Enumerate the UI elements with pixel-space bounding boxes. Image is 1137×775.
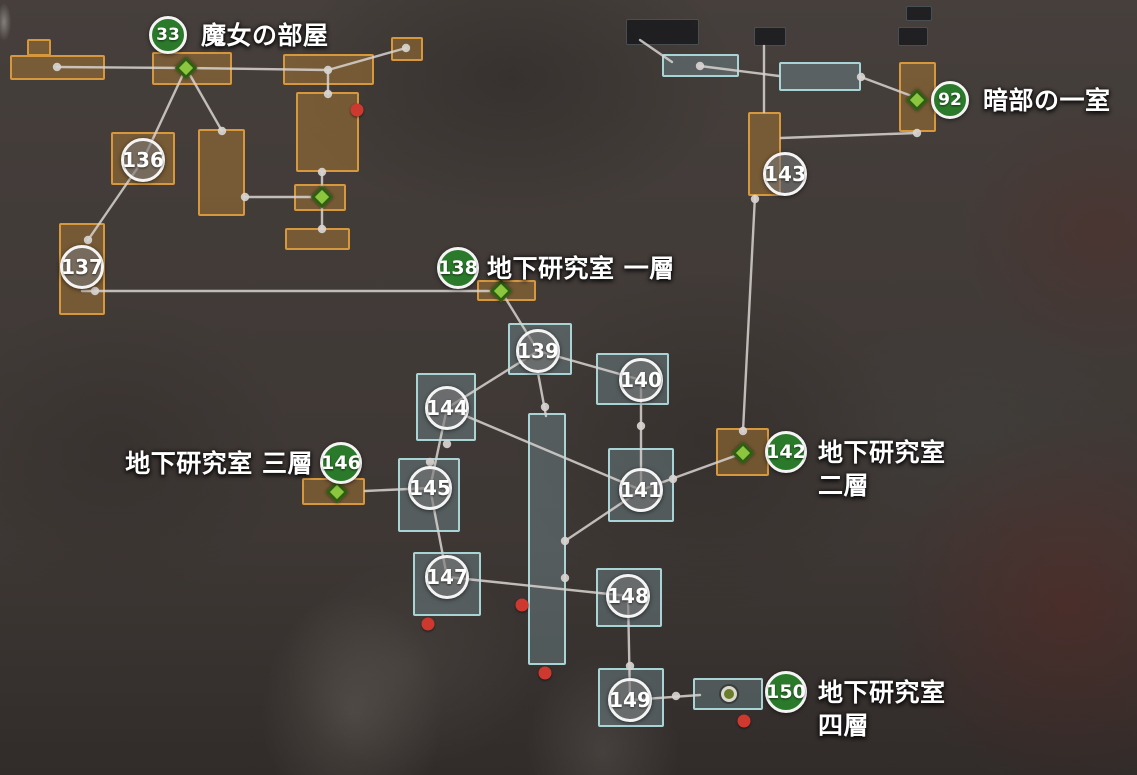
connection-line — [184, 66, 330, 72]
junction-dot — [668, 474, 678, 484]
node-number: 140 — [620, 368, 662, 392]
junction-dot — [83, 235, 93, 245]
node-number: 92 — [938, 90, 962, 110]
node-number: 138 — [438, 257, 478, 279]
junction-dot — [323, 89, 333, 99]
map-room — [296, 92, 359, 172]
area-label: 暗部の一室 — [983, 86, 1111, 115]
waypoint-diamond-icon — [174, 56, 198, 80]
connection-line — [445, 575, 630, 598]
red-dot-marker — [350, 103, 364, 117]
map-node-92[interactable]: 92 — [931, 81, 969, 119]
node-number: 33 — [156, 25, 180, 45]
map-node-149[interactable]: 149 — [608, 678, 652, 722]
junction-dot — [442, 439, 452, 449]
waypoint-diamond-icon — [905, 88, 929, 112]
map-node-143[interactable]: 143 — [763, 152, 807, 196]
node-number: 146 — [321, 452, 361, 474]
node-number: 136 — [122, 148, 164, 172]
connection-line — [779, 131, 918, 140]
junction-dot — [317, 167, 327, 177]
area-label: 地下研究室 一層 — [487, 254, 675, 283]
node-number: 137 — [61, 255, 103, 279]
connection-line — [55, 65, 188, 70]
connection-line — [445, 406, 643, 492]
junction-dot — [323, 65, 333, 75]
map-room — [906, 6, 932, 21]
junction-dot — [750, 194, 760, 204]
junction-dot — [738, 426, 748, 436]
node-number: 150 — [766, 681, 806, 703]
map-room — [626, 19, 699, 45]
map-room — [898, 27, 928, 46]
map-node-33[interactable]: 33 — [149, 16, 187, 54]
map-node-139[interactable]: 139 — [516, 329, 560, 373]
connection-line — [326, 46, 408, 72]
junction-dot — [425, 457, 435, 467]
junction-dot — [317, 224, 327, 234]
map-node-137[interactable]: 137 — [60, 245, 104, 289]
map-node-136[interactable]: 136 — [121, 138, 165, 182]
map-node-148[interactable]: 148 — [606, 574, 650, 618]
junction-dot — [217, 126, 227, 136]
map-node-146[interactable]: 146 — [320, 442, 362, 484]
node-number: 145 — [409, 476, 451, 500]
connection-line — [698, 64, 781, 78]
map-node-140[interactable]: 140 — [619, 358, 663, 402]
map-node-144[interactable]: 144 — [425, 386, 469, 430]
junction-dot — [560, 573, 570, 583]
map-node-145[interactable]: 145 — [408, 466, 452, 510]
junction-dot — [560, 536, 570, 546]
waypoint-diamond-icon — [310, 185, 334, 209]
red-dot-marker — [538, 666, 552, 680]
red-dot-marker — [737, 714, 751, 728]
node-number: 143 — [764, 162, 806, 186]
map-room — [285, 228, 350, 250]
node-number: 141 — [620, 478, 662, 502]
junction-dot — [240, 192, 250, 202]
map-node-147[interactable]: 147 — [425, 555, 469, 599]
map-node-138[interactable]: 138 — [437, 247, 479, 289]
map-room — [754, 27, 786, 46]
junction-dot — [695, 61, 705, 71]
junction-dot — [625, 661, 635, 671]
map-node-141[interactable]: 141 — [619, 468, 663, 512]
node-number: 147 — [426, 565, 468, 589]
junction-dot — [671, 691, 681, 701]
area-label: 魔女の部屋 — [201, 21, 329, 50]
junction-dot — [636, 421, 646, 431]
red-dot-marker — [421, 617, 435, 631]
waypoint-diamond-icon — [731, 441, 755, 465]
map-node-150[interactable]: 150 — [765, 671, 807, 713]
node-number: 144 — [426, 396, 468, 420]
node-number: 149 — [609, 688, 651, 712]
map-room — [198, 129, 245, 216]
connection-line — [184, 66, 224, 133]
junction-dot — [912, 128, 922, 138]
junction-dot — [856, 72, 866, 82]
red-dot-marker — [515, 598, 529, 612]
junction-dot — [52, 62, 62, 72]
location-ring-marker — [721, 686, 737, 702]
map-node-142[interactable]: 142 — [765, 431, 807, 473]
node-number: 142 — [766, 441, 806, 463]
junction-dot — [401, 43, 411, 53]
area-label: 地下研究室 四層 — [818, 678, 946, 740]
waypoint-diamond-icon — [325, 480, 349, 504]
connection-line — [741, 194, 757, 433]
junction-dot — [540, 402, 550, 412]
area-label: 地下研究室 三層 — [125, 449, 313, 478]
connection-line — [859, 75, 919, 100]
area-label: 地下研究室 二層 — [818, 438, 946, 500]
node-number: 139 — [517, 339, 559, 363]
connection-line — [638, 38, 674, 64]
junction-dot — [90, 286, 100, 296]
node-number: 148 — [607, 584, 649, 608]
